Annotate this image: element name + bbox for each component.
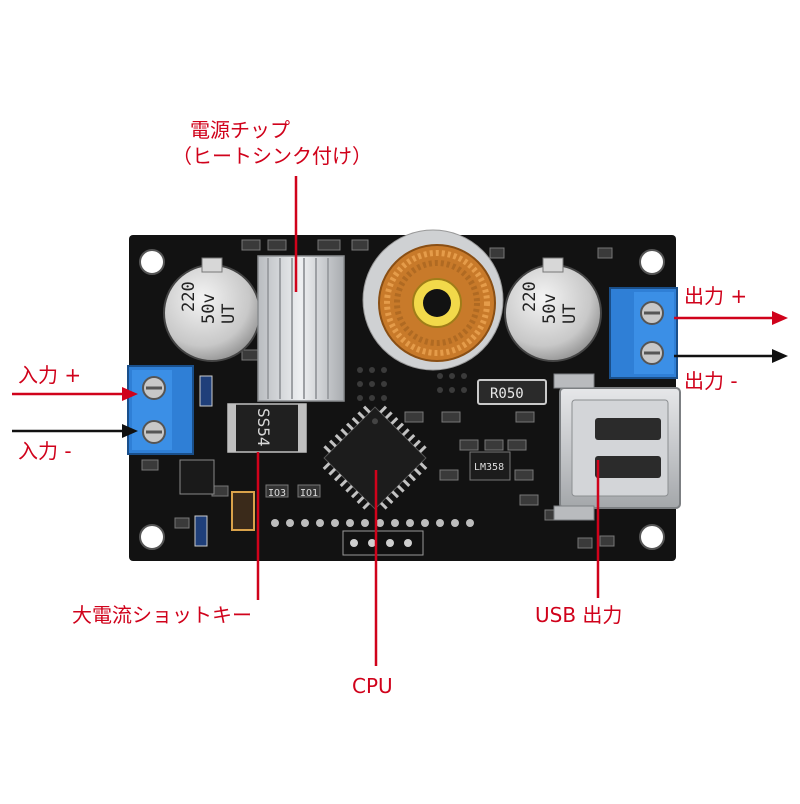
capacitor-left: 220 50v UT (163, 257, 261, 362)
output-terminal-block (609, 287, 678, 379)
cap-right-label-1: 220 (520, 281, 540, 312)
sense-resistor: R050 (477, 379, 547, 405)
schottky-diode: SS54 (227, 403, 307, 453)
opamp-label: LM358 (474, 462, 504, 473)
output-minus-arrow (674, 349, 788, 363)
resistor-label: R050 (490, 386, 524, 402)
heatsink-note-label: （ヒートシンク付け） (172, 144, 372, 168)
cap-left-label-3: UT (219, 304, 239, 324)
cap-left-label-1: 220 (179, 281, 199, 312)
io1-label: IO1 (300, 488, 318, 499)
mounting-holes (139, 249, 665, 550)
cpu-label: CPU (352, 674, 393, 698)
input-minus-label: 入力 - (18, 439, 72, 463)
power-chip-label: 電源チップ (190, 118, 290, 142)
usb-output-label: USB 出力 (535, 603, 623, 627)
input-plus-label: 入力 + (18, 363, 82, 387)
solder-row (271, 519, 474, 527)
diode-label: SS54 (254, 408, 273, 447)
output-plus-arrow (674, 311, 788, 325)
usb-connector (553, 373, 681, 521)
input-minus-arrow (12, 424, 138, 438)
cap-right-label-3: UT (560, 304, 580, 324)
io3-label: IO3 (268, 488, 286, 499)
output-plus-label: 出力 + (684, 284, 748, 308)
via-grid (357, 367, 467, 401)
capacitor-right: 220 50v UT (504, 257, 602, 362)
input-plus-arrow (12, 387, 138, 401)
cap-left-label-2: 50v (199, 293, 219, 324)
annotation-leaders (256, 176, 600, 666)
pin-header (342, 530, 424, 556)
io-labels: IO3 IO1 (265, 484, 321, 499)
input-terminal-block (127, 365, 194, 455)
heatsink (257, 255, 345, 402)
inductor-coil (362, 229, 504, 371)
cap-right-label-2: 50v (540, 293, 560, 324)
output-minus-label: 出力 - (684, 369, 738, 393)
schottky-label: 大電流ショットキー (72, 603, 252, 627)
cpu-chip (322, 405, 428, 510)
opamp-chip: LM358 (469, 451, 511, 481)
small-diodes (179, 375, 255, 547)
